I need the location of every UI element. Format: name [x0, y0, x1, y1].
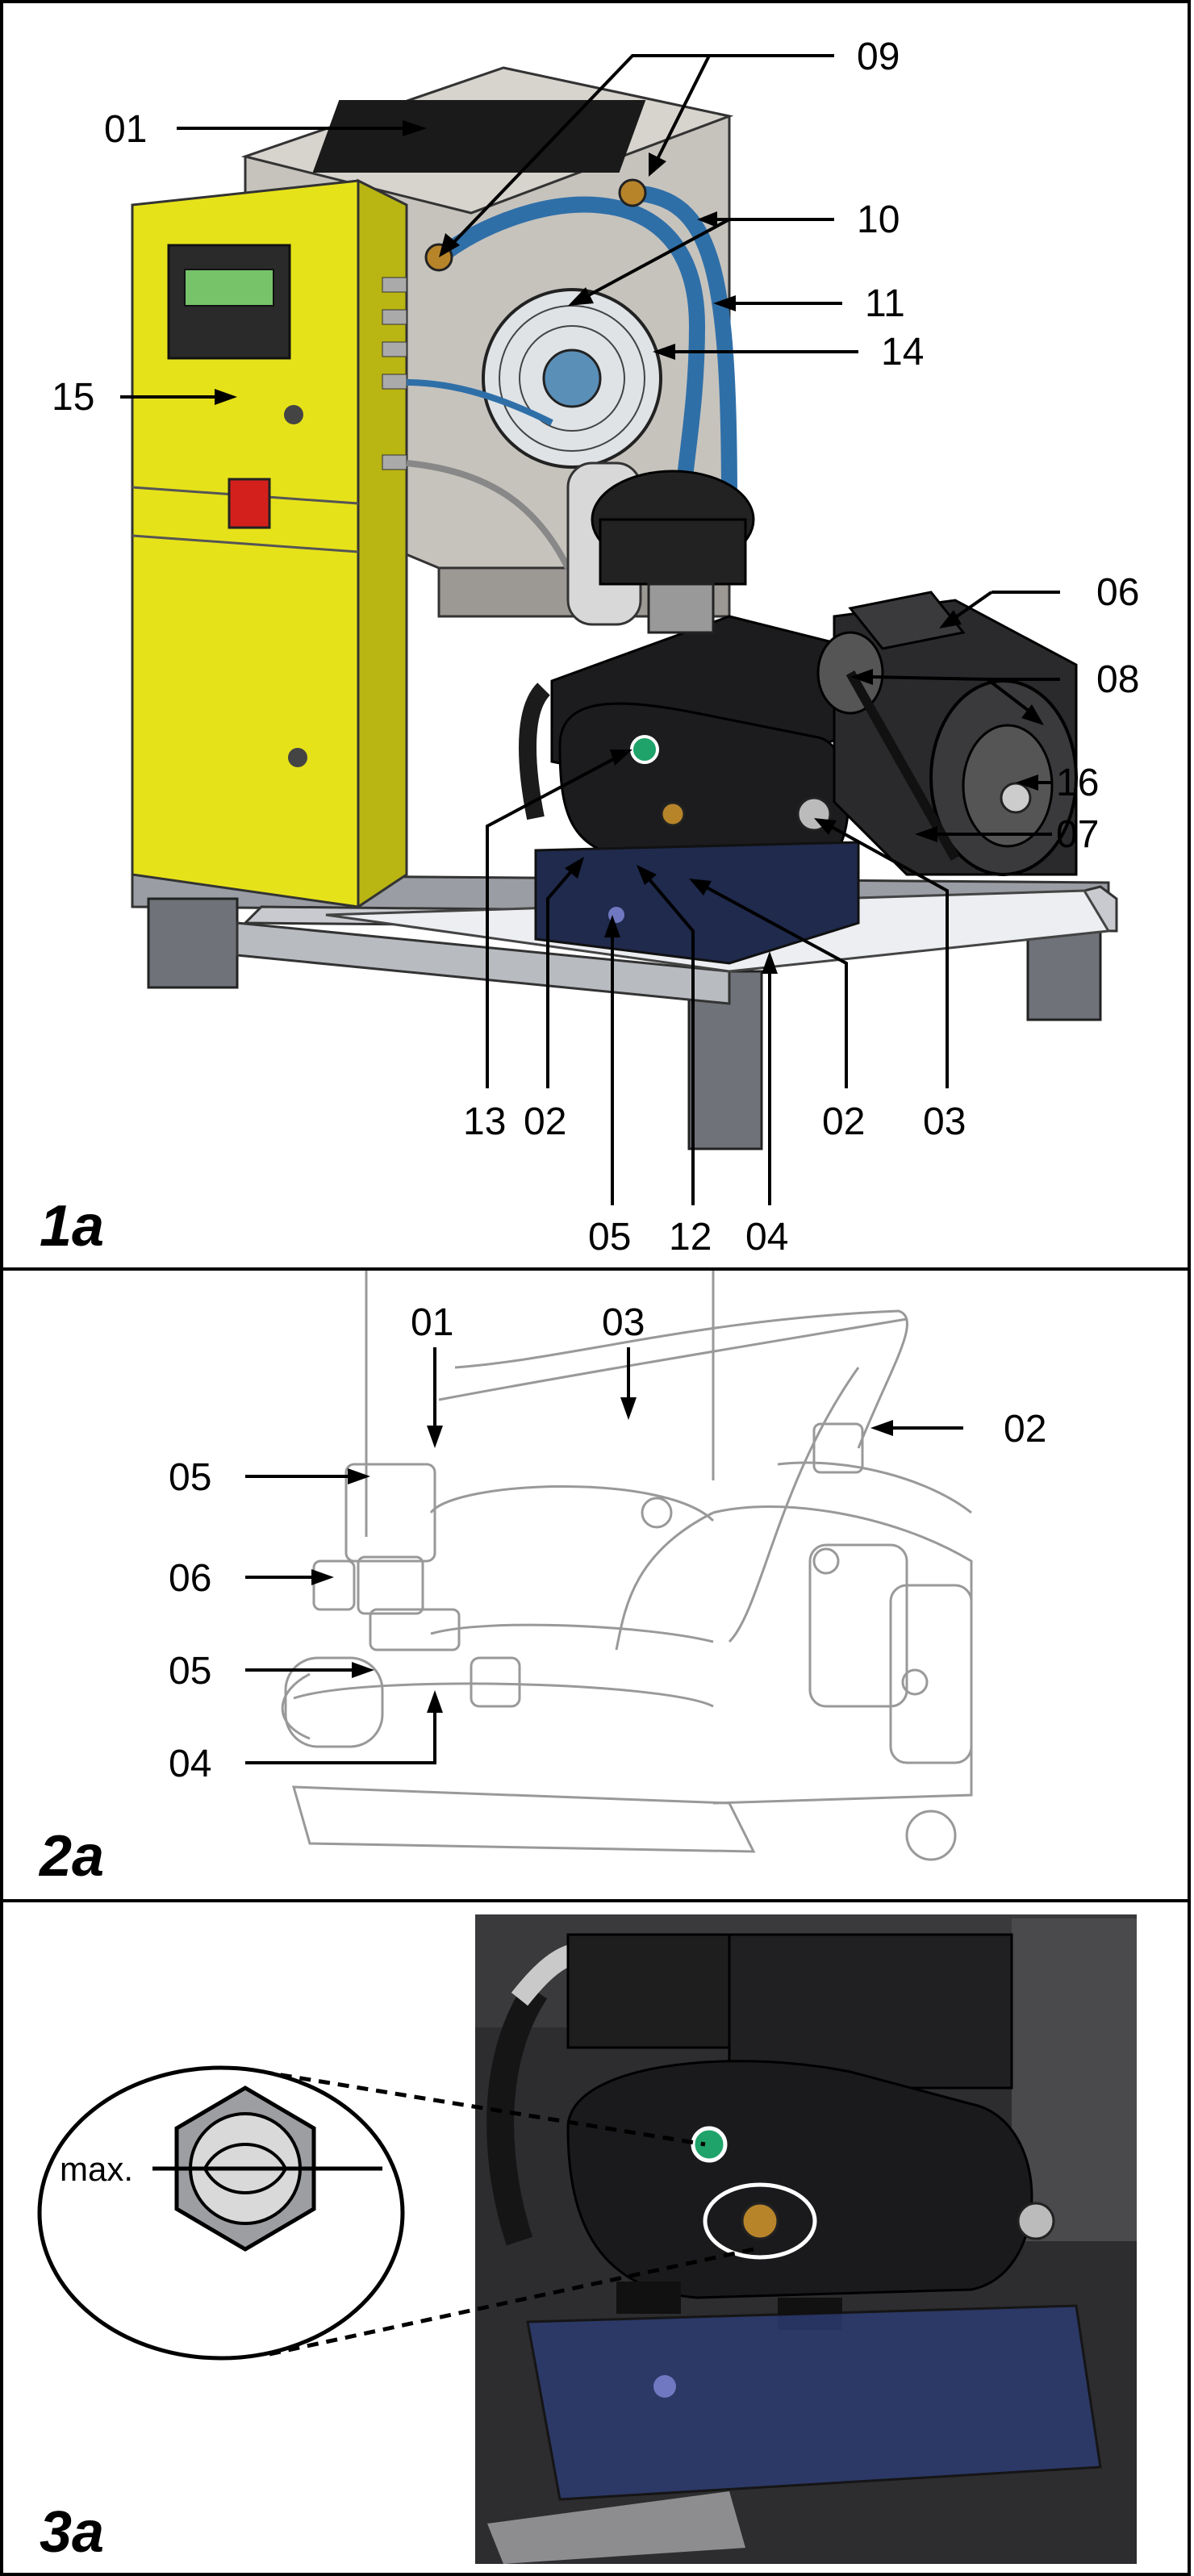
callout-labels: 01 03 02 05 06 05 04: [169, 1301, 1046, 1785]
callout-arrow-icon: [939, 610, 962, 628]
callout-arrow-icon: [653, 344, 675, 360]
callout-02: 02: [1004, 1408, 1046, 1451]
panel-label-1a: 1a: [40, 1194, 104, 1259]
highlight-ring: [703, 2182, 817, 2260]
callout-10: 10: [857, 198, 900, 241]
callout-02-left: 02: [524, 1100, 566, 1143]
callout-06: 06: [1096, 571, 1139, 614]
callout-01: 01: [411, 1301, 453, 1344]
callout-16: 16: [1056, 762, 1099, 804]
motor-base: [526, 2304, 1102, 2501]
callout-06: 06: [169, 1557, 211, 1600]
zoom-connector: [261, 2069, 754, 2357]
photo-render: [475, 1914, 1137, 2564]
oil-sight-glass: [691, 2126, 728, 2163]
controller-screen: [184, 269, 274, 307]
callout-03: 03: [602, 1301, 645, 1344]
cooling-grille: [312, 100, 646, 173]
callout-arrow-icon: [610, 749, 632, 766]
panel-2a-illustration: 01 03 02 05 06 05 04 2a: [38, 1271, 1046, 1889]
line-drawing: [281, 1271, 973, 1861]
callout-03: 03: [923, 1100, 966, 1143]
callout-arrow-icon: [439, 233, 460, 257]
callout-arrow-icon: [762, 951, 778, 974]
main-switch: [228, 478, 271, 529]
fan: [482, 288, 662, 469]
callout-arrow-icon: [311, 1569, 334, 1585]
callout-arrow-icon: [689, 879, 712, 896]
panel-2a: 01 03 02 05 06 05 04 2a: [0, 1267, 1191, 1902]
callout-05-lower: 05: [169, 1650, 211, 1693]
callout-arrow-icon: [403, 120, 427, 136]
leader-lines: [245, 1347, 963, 1764]
base-frame: [131, 873, 1118, 1150]
callout-arrow-icon: [427, 1426, 443, 1448]
panel-3a: max. 3a: [0, 1899, 1191, 2576]
callout-arrow-icon: [620, 1397, 637, 1420]
callout-05: 05: [588, 1216, 631, 1259]
panel-1a-illustration: 01 09 10 11 14 15 06 08 16 07 13 02 02 0…: [40, 35, 1139, 1259]
callout-labels: 01 09 10 11 14 15 06 08 16 07 13 02 02 0…: [52, 35, 1139, 1259]
callout-14: 14: [881, 331, 924, 374]
panel-1a: 01 09 10 11 14 15 06 08 16 07 13 02 02 0…: [0, 0, 1191, 1271]
callout-arrow-icon: [348, 1468, 370, 1484]
callout-arrow-icon: [604, 915, 620, 937]
callout-arrow-icon: [215, 389, 237, 405]
oil-sight-glass: [630, 735, 659, 764]
callout-arrow-icon: [870, 1420, 893, 1436]
callout-11: 11: [865, 282, 905, 325]
oil-level-plug: [741, 2202, 779, 2240]
callout-arrow-icon: [352, 1662, 374, 1678]
callout-arrow-icon: [1016, 774, 1038, 791]
callout-08: 08: [1096, 658, 1139, 701]
callout-13: 13: [463, 1100, 506, 1143]
callout-arrow-icon: [649, 152, 666, 177]
callout-15: 15: [52, 376, 94, 419]
callout-arrow-icon: [713, 295, 736, 311]
callout-arrow-icon: [427, 1690, 443, 1713]
cabinet-glands: [382, 277, 407, 470]
callout-arrow-icon: [568, 287, 594, 306]
callout-04: 04: [169, 1743, 211, 1785]
callout-arrow-icon: [637, 865, 657, 885]
control-cabinet: [131, 178, 408, 909]
callout-01: 01: [104, 108, 147, 151]
callout-04: 04: [745, 1216, 788, 1259]
sight-glass-detail: max.: [37, 2065, 405, 2361]
callout-05-upper: 05: [169, 1456, 211, 1499]
leader-lines: [120, 54, 1060, 1205]
max-label: max.: [60, 2150, 133, 2188]
oil-reservoir: [566, 2060, 1033, 2299]
panel-3a-illustration: max. 3a: [37, 1914, 1137, 2565]
oil-level-plug: [660, 801, 686, 827]
callout-arrow-icon: [850, 669, 873, 685]
panel-label-2a: 2a: [38, 1824, 104, 1889]
callout-arrow-icon: [814, 818, 837, 835]
callout-arrow-icon: [565, 857, 584, 879]
drive-motor: [816, 591, 1078, 876]
callout-12: 12: [669, 1216, 712, 1259]
callout-07: 07: [1056, 813, 1099, 856]
callout-arrow-icon: [915, 826, 937, 842]
callout-02-right: 02: [822, 1100, 865, 1143]
panel-label-3a: 3a: [40, 2500, 104, 2565]
callout-09: 09: [857, 35, 900, 78]
